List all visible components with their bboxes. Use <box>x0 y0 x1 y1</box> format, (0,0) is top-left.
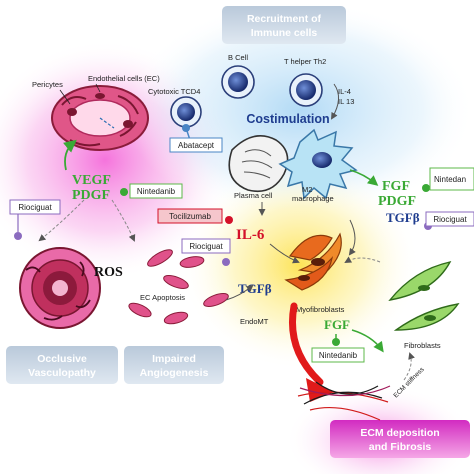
recruitment-header: Recruitment of Immune cells <box>222 6 346 44</box>
riociguat-right-box <box>425 211 474 227</box>
riociguat-left-label: Riociguat <box>18 203 52 212</box>
myofibroblasts-label: Myofibroblasts <box>296 305 345 314</box>
ec-apoptosis-cells <box>128 249 229 325</box>
abatacept-label: Abatacept <box>178 141 215 150</box>
riociguat-center-box <box>181 238 231 254</box>
immune-glow <box>125 0 474 220</box>
vegf-left: VEGF <box>72 173 111 188</box>
angiogenesis-header: Impaired Angiogenesis <box>124 346 224 384</box>
tgfb-center: TGFβ <box>238 281 272 296</box>
nintedanib-left-box <box>129 183 183 199</box>
riociguat-center-label: Riociguat <box>189 242 223 251</box>
endothelial-pointer <box>95 83 101 93</box>
fgf-right: FGF <box>382 179 410 194</box>
ecm-fibers <box>297 381 391 421</box>
riociguat-left-dot <box>14 232 22 240</box>
pdgf-right: PDGF <box>378 194 416 209</box>
cytotoxic-label: Cytotoxic TCD4 <box>148 87 200 96</box>
ecm-arrowhead <box>306 378 334 402</box>
vegf-up-arrow <box>63 139 77 171</box>
riociguat-center-dot <box>222 258 230 266</box>
recruitment-header-line2: Immune cells <box>251 27 318 39</box>
abatacept-inhibition-dot <box>182 124 190 132</box>
t-helper-cell <box>289 73 323 107</box>
tgfb-right: TGFβ <box>386 210 420 225</box>
endomt-label: EndoMT <box>240 317 269 326</box>
nintedanib-bottom-box <box>311 347 365 363</box>
fgf-bottom: FGF <box>324 317 350 332</box>
m2-label-line2: macrophage <box>292 194 334 203</box>
abatacept-box <box>169 137 223 153</box>
il6-to-myofibroblast-arrow <box>269 243 300 264</box>
b-cell <box>221 65 255 99</box>
occlusive-header-line1: Occlusive <box>37 353 87 365</box>
il13-label: IL 13 <box>338 97 354 106</box>
fgf-right-arrow <box>349 169 379 186</box>
ecm-header: ECM deposition and Fibrosis <box>330 420 470 458</box>
nintedanib-right-dot <box>422 184 430 192</box>
riociguat-right-label: Riociguat <box>433 215 467 224</box>
occluded-vessel <box>19 247 101 329</box>
cytotoxic-t-cell <box>170 96 202 128</box>
t-helper-label: T helper Th2 <box>284 57 326 66</box>
nintedanib-left-dot <box>120 188 128 196</box>
ecm-header-line1: ECM deposition <box>360 427 439 439</box>
nintedanib-bottom-label: Nintedanib <box>319 351 358 360</box>
occlusive-header: Occlusive Vasculopathy <box>6 346 118 384</box>
plasma-cell-label: Plasma cell <box>234 191 273 200</box>
riociguat-left-box <box>9 199 61 215</box>
b-cell-label: B Cell <box>228 53 248 62</box>
m2-macrophage <box>278 128 358 200</box>
tocilizumab-label: Tocilizumab <box>169 212 211 221</box>
angiogenesis-header-line2: Angiogenesis <box>140 367 209 379</box>
endomt-arrow <box>225 284 254 301</box>
m2-label-line1: M2 <box>302 185 312 194</box>
ec-apoptosis-label: EC Apoptosis <box>140 293 185 302</box>
nintedanib-right-box <box>429 167 474 191</box>
myofibroblast-to-ecm-arrow <box>288 302 324 386</box>
blood-vessel <box>51 85 149 151</box>
vessel-to-apoptosis-arrow <box>111 199 136 242</box>
occlusive-header-line2: Vasculopathy <box>28 367 96 379</box>
nintedanib-left-label: Nintedanib <box>137 187 176 196</box>
ros-label: ROS <box>94 265 123 280</box>
tocilizumab-dot <box>225 216 233 224</box>
myofibroblast-cluster <box>284 232 342 291</box>
endothelial-label: Endothelial cells (EC) <box>88 74 160 83</box>
ecm-to-fibroblast-arrow <box>403 352 415 381</box>
nintedanib-right-label: Nintedan <box>434 175 466 184</box>
nintedanib-bottom-dot <box>332 338 340 346</box>
vessel-to-occlusion-arrow <box>38 199 85 242</box>
fibroblasts-label: Fibroblasts <box>404 341 441 350</box>
plasma-cell <box>228 134 289 193</box>
ecm-header-line2: and Fibrosis <box>369 441 432 453</box>
pdgf-left: PDGF <box>72 188 110 203</box>
fibroblast-to-myofibroblast-arrow <box>344 256 381 263</box>
il4-label: IL-4 <box>338 87 351 96</box>
costimulation-label: Costimulation <box>246 112 329 126</box>
recruitment-header-line1: Recruitment of <box>247 13 322 25</box>
il6-label: IL-6 <box>236 227 265 243</box>
fgf-bottom-arrow <box>351 329 384 353</box>
fibroblast-cells <box>388 260 460 331</box>
angiogenesis-header-line1: Impaired <box>152 353 196 365</box>
pericytes-pointer <box>59 89 71 105</box>
tocilizumab-box <box>157 208 223 224</box>
il4-arrow <box>330 83 339 120</box>
fibrosis-glow <box>180 160 420 370</box>
macrophage-to-myofibroblast-arrow <box>348 219 356 256</box>
pericytes-label: Pericytes <box>32 80 63 89</box>
